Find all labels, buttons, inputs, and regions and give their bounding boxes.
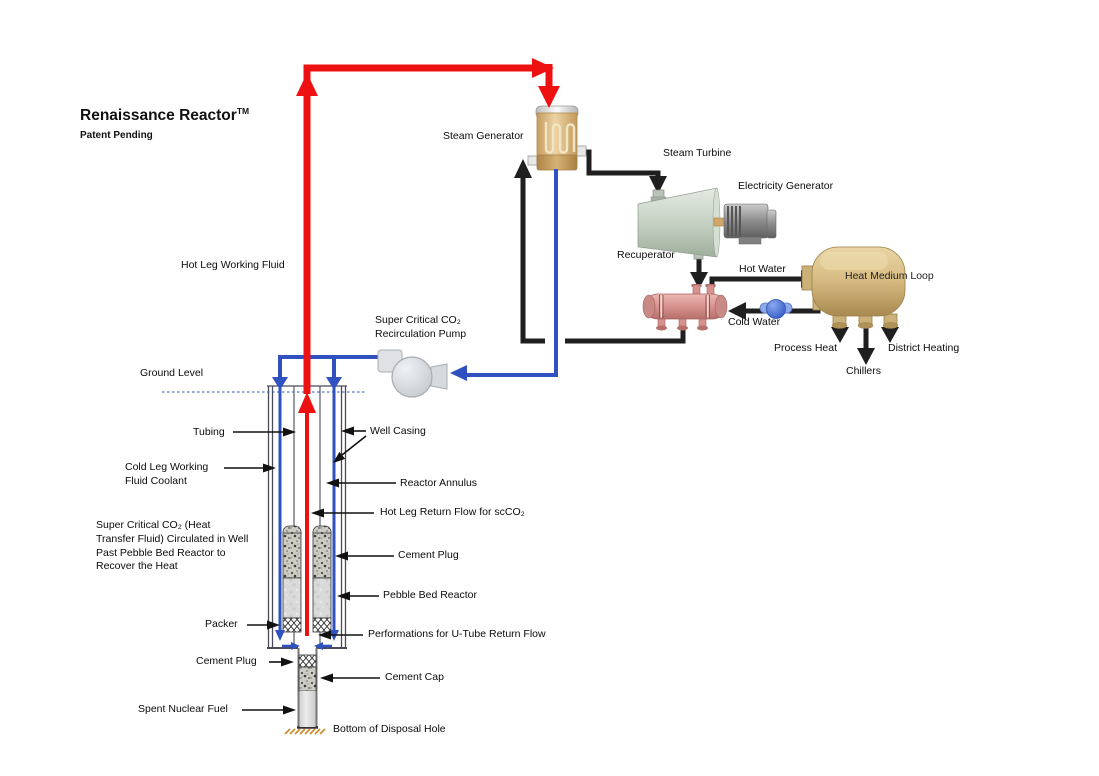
label-cold-leg-line2: Fluid Coolant <box>125 474 187 487</box>
trademark-symbol: TM <box>236 106 250 116</box>
hot-leg-arrowheads <box>296 58 560 413</box>
page-title: Renaissance ReactorTM <box>80 106 250 125</box>
u-tube-coil <box>544 122 576 154</box>
electricity-generator <box>713 203 777 245</box>
steam-generator-vessel <box>527 105 587 171</box>
disposal-well <box>162 385 365 735</box>
label-spent-nuclear-fuel: Spent Nuclear Fuel <box>138 703 228 715</box>
cold-water-pump <box>759 299 793 319</box>
label-electricity-generator: Electricity Generator <box>738 180 834 192</box>
label-bottom-of-disposal-hole: Bottom of Disposal Hole <box>333 723 446 735</box>
label-cement-plug-lower: Cement Plug <box>196 655 257 667</box>
heat-medium-loop-tank <box>801 246 906 329</box>
label-pump-line2: Recirculation Pump <box>375 327 467 340</box>
co2-cold-pipes <box>278 169 558 378</box>
co2-pipe-arrowheads <box>272 365 467 650</box>
label-chillers: Chillers <box>846 365 882 377</box>
label-sc-co2-line2: Transfer Fluid) Circulated in Well <box>96 532 249 545</box>
label-tubing: Tubing <box>193 426 225 438</box>
bottom-hatch <box>284 728 326 735</box>
label-process-heat: Process Heat <box>774 342 838 354</box>
label-heat-medium-loop: Heat Medium Loop <box>845 270 934 282</box>
cold-leg-pipes <box>278 388 336 632</box>
label-hot-leg-working-fluid: Hot Leg Working Fluid <box>181 259 285 271</box>
label-pump-line1: Super Critical CO₂ <box>375 314 461 326</box>
disposal-tube <box>297 648 318 729</box>
recuperator <box>642 284 728 331</box>
label-pebble-bed-reactor: Pebble Bed Reactor <box>383 589 477 601</box>
steam-turbine <box>637 187 721 260</box>
callout-lines <box>224 430 396 711</box>
label-sc-co2-line4: Recover the Heat <box>96 560 178 573</box>
label-cement-cap: Cement Cap <box>385 671 444 683</box>
label-steam-generator: Steam Generator <box>443 130 524 142</box>
label-recirculation-pump: Super Critical CO₂ Recirculation Pump <box>375 314 466 341</box>
callout-arrowheads <box>263 426 354 715</box>
label-ground-level: Ground Level <box>140 367 204 379</box>
label-hot-leg-return: Hot Leg Return Flow for scCO₂ <box>380 506 525 518</box>
spent-fuel-canister <box>299 691 316 727</box>
label-cement-plug-upper: Cement Plug <box>398 549 459 561</box>
label-recuperator: Recuperator <box>617 249 675 261</box>
patent-pending-label: Patent Pending <box>80 130 153 141</box>
label-packer: Packer <box>205 618 238 630</box>
label-sc-co2-line3: Past Pebble Bed Reactor to <box>96 546 226 559</box>
cement-cap-block <box>298 666 317 692</box>
label-hot-water: Hot Water <box>739 263 786 275</box>
label-district-heating: District Heating <box>888 342 960 354</box>
label-reactor-annulus: Reactor Annulus <box>400 477 478 489</box>
label-cold-water: Cold Water <box>728 316 781 328</box>
label-cold-leg-line1: Cold Leg Working <box>125 461 209 473</box>
co2-recirculation-pump <box>377 349 448 398</box>
lower-cement-plug <box>298 654 317 668</box>
label-sc-co2-line1: Super Critical CO₂ (Heat <box>96 519 211 531</box>
label-sc-co2-description: Super Critical CO₂ (Heat Transfer Fluid)… <box>96 519 248 574</box>
cement-plug-columns <box>282 525 332 579</box>
label-well-casing: Well Casing <box>370 425 426 437</box>
label-cold-leg: Cold Leg Working Fluid Coolant <box>125 461 208 488</box>
label-steam-turbine: Steam Turbine <box>663 147 732 159</box>
packer-elements <box>282 617 332 633</box>
label-performations: Performations for U-Tube Return Flow <box>368 628 546 640</box>
